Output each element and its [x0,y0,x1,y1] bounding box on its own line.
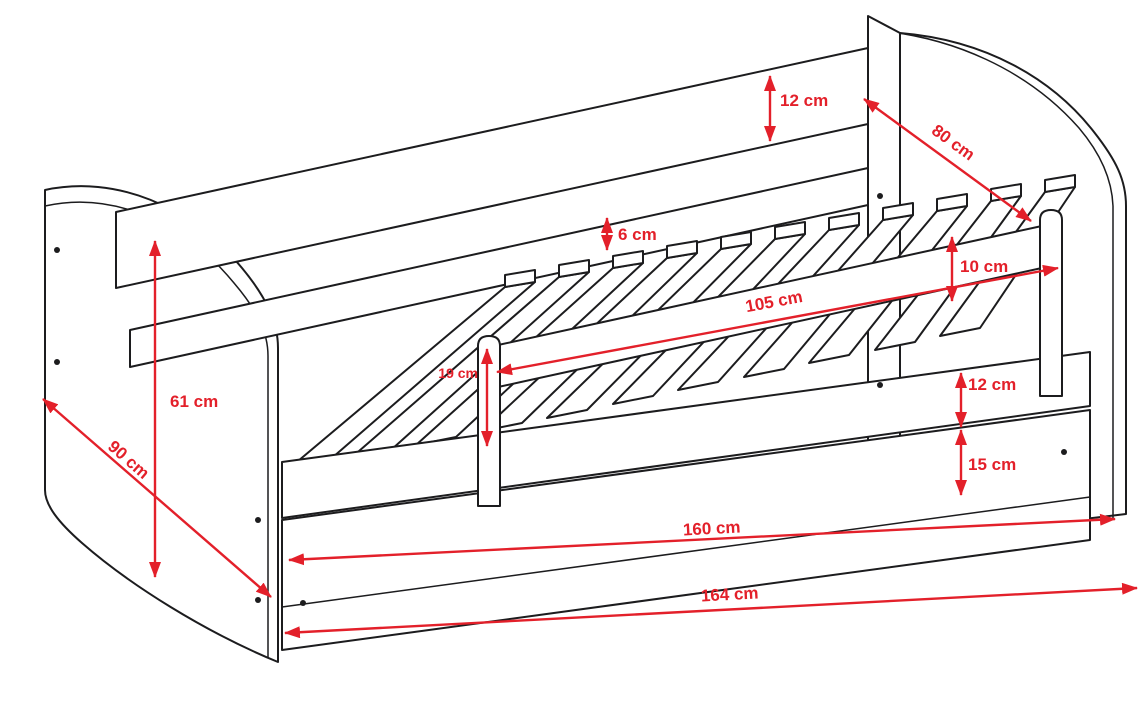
screw-dot [300,600,306,606]
screw-dot [877,193,883,199]
screw-dot [255,597,261,603]
dimension-drawer-front-height: 15 cm [955,429,1016,496]
dimension-label: 15 cm [968,455,1016,474]
dimension-label: 12 cm [968,375,1016,394]
dimension-label: 164 cm [700,583,759,605]
slat-top [612,250,644,269]
dimension-annotations: 12 cm 80 cm 6 cm 10 cm 105 cm 19 cm 12 c… [42,75,1138,639]
dimension-side-board-height: 12 cm [955,372,1016,428]
slat-top [1044,174,1076,193]
screw-dot [255,517,261,523]
slat-top [828,212,860,231]
dimension-arrow [288,513,1116,566]
screw-dot [54,359,60,365]
dimension-label: 160 cm [682,518,741,540]
dimension-arrow [496,264,1059,376]
dimension-label: 61 cm [170,392,218,411]
screw-dot [54,247,60,253]
dimension-total-length: 164 cm [284,582,1138,639]
slat-top [666,240,698,259]
left-baluster [477,335,501,507]
headboard-thickness-edge [871,29,1114,518]
slat-top [774,221,806,240]
slat-top [720,231,752,250]
dimension-slat-thickness: 6 cm [601,217,657,251]
dimension-label: 10 cm [960,257,1008,276]
dimension-arrow [863,98,1032,222]
bed-drawing [44,15,1127,663]
screw-dot [877,382,883,388]
dimension-arrow [284,582,1138,639]
screw-dot [1061,449,1067,455]
dimension-arrow [42,398,272,598]
dimension-label: 6 cm [618,225,657,244]
dimension-drawer-length: 160 cm [288,513,1116,566]
right-baluster [1039,209,1063,397]
dimension-top-rail-height: 12 cm [764,75,828,142]
dimension-rail-to-frame-gap: 19 cm [438,348,493,447]
dimension-label: 19 cm [438,365,478,381]
dimension-label: 12 cm [780,91,828,110]
